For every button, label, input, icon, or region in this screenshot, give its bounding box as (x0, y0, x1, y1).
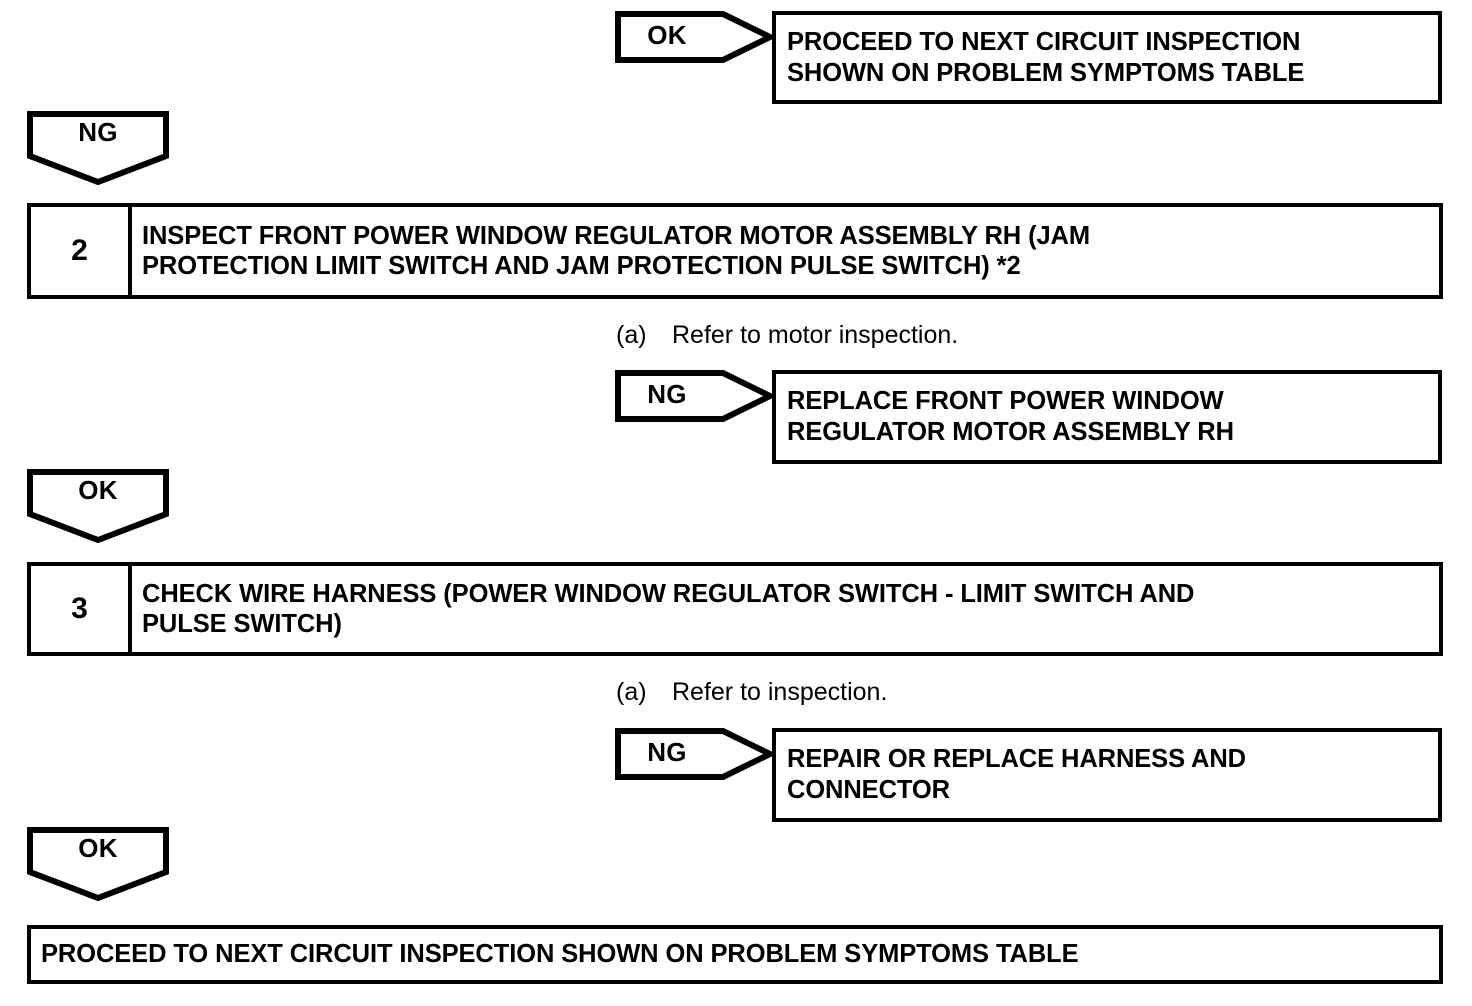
arrow-down-pentagon-icon (27, 111, 169, 185)
step2-note-marker: (a) (616, 321, 647, 349)
step2-note-text: Refer to motor inspection. (672, 321, 959, 349)
step-text-3: CHECK WIRE HARNESS (POWER WINDOW REGULAT… (142, 579, 1195, 638)
badge-ok-top: OK (615, 11, 773, 63)
badge-ok-top-label: OK (647, 20, 687, 50)
step3-note-marker: (a) (616, 678, 647, 706)
step2-note: (a) Refer to motor inspection. (616, 321, 958, 350)
badge-ok-to-final: OK (27, 827, 169, 901)
result-box-repair-harness: REPAIR OR REPLACE HARNESS AND CONNECTOR (772, 728, 1442, 822)
step-text-2: INSPECT FRONT POWER WINDOW REGULATOR MOT… (142, 221, 1091, 280)
badge-ng-step3: NG (615, 728, 773, 780)
badge-ng-to-step2-label: NG (78, 117, 118, 147)
badge-ng-step2: NG (615, 370, 773, 422)
step-box-2: 2 INSPECT FRONT POWER WINDOW REGULATOR M… (27, 203, 1443, 299)
step-number-2: 2 (31, 207, 132, 295)
step3-note: (a) Refer to inspection. (616, 678, 887, 707)
step-box-3: 3 CHECK WIRE HARNESS (POWER WINDOW REGUL… (27, 562, 1443, 656)
arrow-right-pentagon-icon (615, 728, 773, 780)
result-box-replace-motor: REPLACE FRONT POWER WINDOW REGULATOR MOT… (772, 370, 1442, 464)
step3-note-text: Refer to inspection. (672, 678, 888, 706)
badge-ng-step2-label: NG (647, 379, 687, 409)
arrow-right-pentagon-icon (615, 370, 773, 422)
result-box-proceed-top: PROCEED TO NEXT CIRCUIT INSPECTION SHOWN… (772, 11, 1442, 104)
arrow-down-pentagon-icon (27, 469, 169, 543)
step-number-3: 3 (31, 566, 132, 652)
badge-ok-to-step3: OK (27, 469, 169, 543)
badge-ng-step3-label: NG (647, 737, 687, 767)
result-box-proceed-bottom: PROCEED TO NEXT CIRCUIT INSPECTION SHOWN… (27, 925, 1443, 984)
badge-ng-to-step2: NG (27, 111, 169, 185)
arrow-right-pentagon-icon (615, 11, 773, 63)
badge-ok-to-step3-label: OK (78, 475, 118, 505)
badge-ok-to-final-label: OK (78, 833, 118, 863)
arrow-down-pentagon-icon (27, 827, 169, 901)
